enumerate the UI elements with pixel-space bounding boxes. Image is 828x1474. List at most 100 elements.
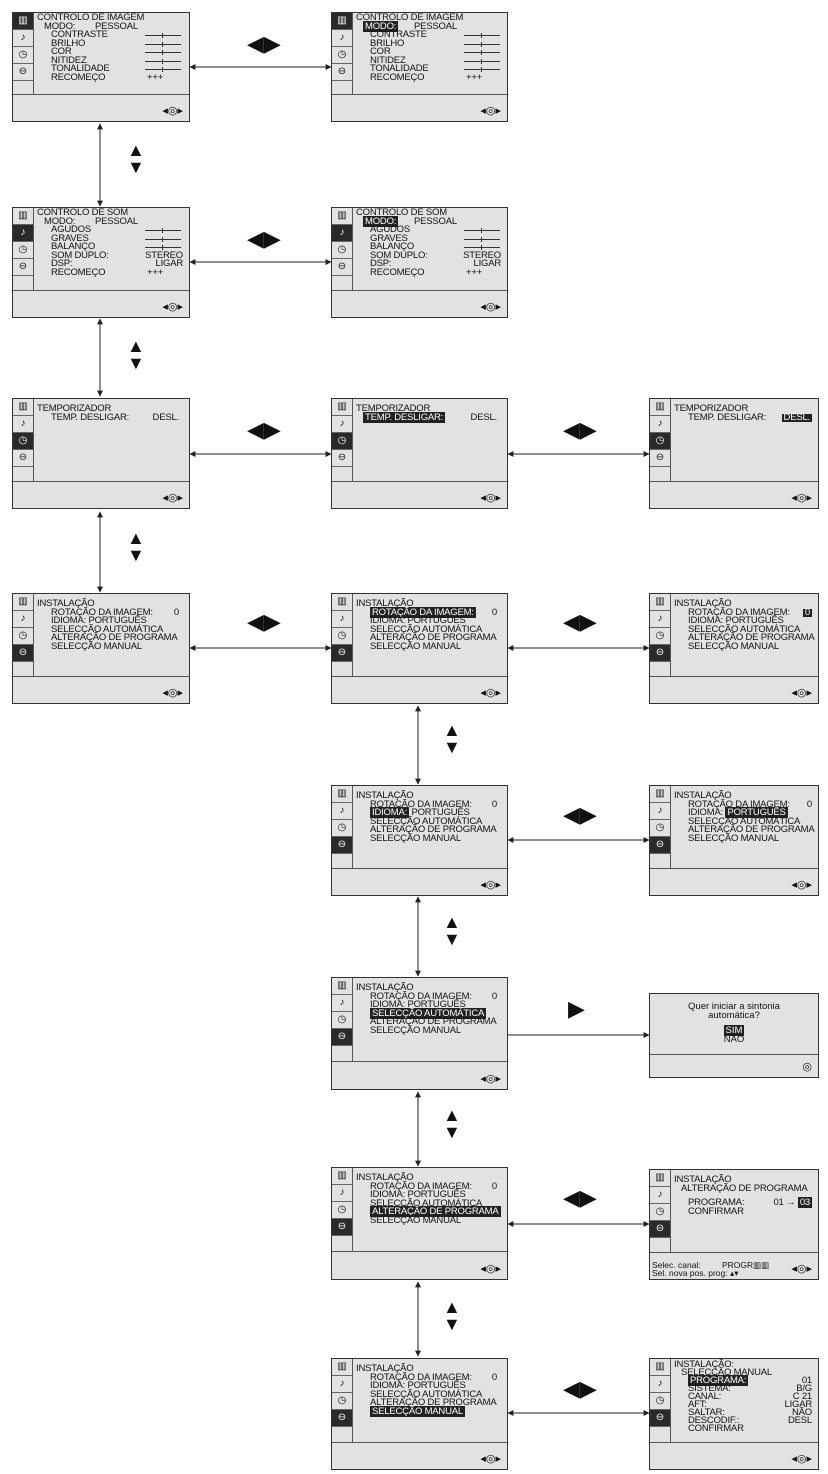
install-icon[interactable]: ⊖ <box>332 1219 352 1236</box>
sound-icon[interactable]: ♪ <box>332 995 352 1012</box>
install-icon[interactable]: ⊖ <box>332 450 352 467</box>
menu-item-mode[interactable]: MODO:PESSOAL <box>44 215 138 227</box>
menu-item-language[interactable]: IDIOMA: PORTUGUÊS <box>688 807 788 818</box>
menu-item-decoder[interactable]: DESCODIF.:DESL <box>688 1415 812 1426</box>
menu-item-program-sort[interactable]: ALTERAÇÃO DE PROGRAMA <box>370 1016 497 1027</box>
menu-item-language[interactable]: IDIOMA: PORTUGUÊS <box>51 615 147 626</box>
menu-item-program-sort[interactable]: ALTERAÇÃO DE PROGRAMA <box>370 1206 501 1217</box>
menu-item-confirm[interactable]: CONFIRMAR <box>688 1423 744 1434</box>
timer-icon[interactable]: ◷ <box>332 1393 352 1410</box>
sound-icon[interactable]: ♪ <box>650 803 670 820</box>
menu-item-tint[interactable]: TONALIDADE <box>356 64 503 74</box>
picture-icon[interactable]: ▥ <box>650 594 670 611</box>
picture-icon[interactable]: ▥ <box>650 1170 670 1187</box>
install-icon[interactable]: ⊖ <box>650 1221 670 1238</box>
install-icon[interactable]: ⊖ <box>13 645 33 662</box>
picture-icon[interactable]: ▥ <box>13 13 33 30</box>
menu-item-color[interactable]: COR <box>356 47 503 57</box>
menu-item-manual-tuning[interactable]: SELECÇÃO MANUAL <box>370 1405 465 1417</box>
sound-icon[interactable]: ♪ <box>13 225 33 242</box>
picture-icon[interactable]: ▥ <box>332 594 352 611</box>
menu-item-manual-tuning[interactable]: SELECÇÃO MANUAL <box>688 640 779 652</box>
picture-icon[interactable]: ▥ <box>650 786 670 803</box>
menu-item-auto-tuning[interactable]: SELECÇÃO AUTOMÁTICA <box>688 623 801 635</box>
yes-option[interactable]: SIM <box>723 1025 745 1036</box>
timer-icon[interactable]: ◷ <box>650 820 670 837</box>
timer-icon[interactable]: ◷ <box>650 628 670 645</box>
menu-item-manual-tuning[interactable]: SELECÇÃO MANUAL <box>370 1214 461 1226</box>
menu-item-balance[interactable]: BALANÇO <box>356 242 503 252</box>
menu-item-manual-tuning[interactable]: SELECÇÃO MANUAL <box>688 832 779 844</box>
menu-item-reset[interactable]: RECOMEÇO+++ <box>51 266 164 278</box>
timer-icon[interactable]: ◷ <box>332 433 352 450</box>
menu-item-program[interactable]: PROGRAMA:01 → 03 <box>688 1197 812 1208</box>
install-icon[interactable]: ⊖ <box>332 645 352 662</box>
menu-item-program-sort[interactable]: ALTERAÇÃO DE PROGRAMA <box>688 824 815 835</box>
menu-item-picture-rotation[interactable]: ROTAÇÃO DA IMAGEM:0 <box>51 606 179 618</box>
timer-icon[interactable]: ◷ <box>13 433 33 450</box>
menu-item-program[interactable]: PROGRAMA:01 <box>688 1375 812 1386</box>
menu-item-treble[interactable]: AGUDOS <box>37 225 185 235</box>
menu-item-sleep-timer[interactable]: TEMP. DESLIGAR:DESL. <box>51 411 179 423</box>
menu-item-mode[interactable]: MODO:PESSOAL <box>44 20 138 32</box>
picture-icon[interactable]: ▥ <box>13 594 33 611</box>
install-icon[interactable]: ⊖ <box>650 837 670 854</box>
menu-item-auto-tuning[interactable]: SELECÇÃO AUTOMÁTICA <box>370 1007 487 1019</box>
picture-icon[interactable]: ▥ <box>332 786 352 803</box>
install-icon[interactable]: ⊖ <box>332 837 352 854</box>
menu-item-dual-sound[interactable]: SOM DUPLO:STEREO <box>51 249 183 261</box>
menu-item-manual-tuning[interactable]: SELECÇÃO MANUAL <box>370 1024 461 1036</box>
menu-item-aft[interactable]: AFT:LIGAR <box>688 1399 812 1410</box>
picture-icon[interactable]: ▥ <box>332 13 352 30</box>
sound-icon[interactable]: ♪ <box>650 611 670 628</box>
menu-item-reset[interactable]: RECOMEÇO+++ <box>370 71 483 83</box>
menu-item-auto-tuning[interactable]: SELECÇÃO AUTOMÁTICA <box>370 1388 483 1400</box>
menu-item-brightness[interactable]: BRILHO <box>356 38 503 49</box>
picture-icon[interactable]: ▥ <box>332 1168 352 1185</box>
menu-item-picture-rotation[interactable]: ROTAÇÃO DA IMAGEM:0 <box>370 1180 497 1192</box>
timer-icon[interactable]: ◷ <box>650 433 670 450</box>
menu-item-picture-rotation[interactable]: ROTAÇÃO DA IMAGEM:0 <box>370 990 497 1002</box>
menu-item-picture-rotation[interactable]: ROTAÇÃO DA IMAGEM:0 <box>688 606 812 618</box>
menu-item-language[interactable]: IDIOMA: PORTUGUÊS <box>370 1189 466 1200</box>
menu-item-brightness[interactable]: BRILHO <box>37 38 185 49</box>
timer-icon[interactable]: ◷ <box>332 820 352 837</box>
menu-item-treble[interactable]: AGUDOS <box>356 225 503 235</box>
menu-item-contrast[interactable]: CONTRASTE <box>356 30 503 40</box>
menu-item-channel[interactable]: CANAL:C 21 <box>688 1391 812 1402</box>
menu-item-program-sort[interactable]: ALTERAÇÃO DE PROGRAMA <box>370 632 497 643</box>
timer-icon[interactable]: ◷ <box>332 47 352 64</box>
menu-item-sharpness[interactable]: NITIDEZ <box>356 55 503 66</box>
menu-item-auto-tuning[interactable]: SELECÇÃO AUTOMÁTICA <box>370 815 483 827</box>
menu-item-manual-tuning[interactable]: SELECÇÃO MANUAL <box>370 640 461 652</box>
install-icon[interactable]: ⊖ <box>650 645 670 662</box>
menu-item-system[interactable]: SISTEMA:B/G <box>688 1383 812 1394</box>
menu-item-language[interactable]: IDIOMA: PORTUGUÊS <box>688 615 784 626</box>
sound-icon[interactable]: ♪ <box>332 1376 352 1393</box>
menu-item-manual-tuning[interactable]: SELECÇÃO MANUAL <box>51 640 142 652</box>
sound-icon[interactable]: ♪ <box>332 30 352 47</box>
timer-icon[interactable]: ◷ <box>13 628 33 645</box>
menu-item-auto-tuning[interactable]: SELECÇÃO AUTOMÁTICA <box>688 815 801 827</box>
menu-item-dsp[interactable]: DSP:LIGAR <box>370 258 501 269</box>
timer-icon[interactable]: ◷ <box>650 1393 670 1410</box>
timer-icon[interactable]: ◷ <box>650 1204 670 1221</box>
menu-item-language[interactable]: IDIOMA: PORTUGUÊS <box>370 999 466 1010</box>
timer-icon[interactable]: ◷ <box>13 47 33 64</box>
install-icon[interactable]: ⊖ <box>13 64 33 81</box>
menu-item-program-sort[interactable]: ALTERAÇÃO DE PROGRAMA <box>370 1397 497 1408</box>
sound-icon[interactable]: ♪ <box>332 416 352 433</box>
sound-icon[interactable]: ♪ <box>13 611 33 628</box>
menu-item-reset[interactable]: RECOMEÇO+++ <box>370 266 483 278</box>
install-icon[interactable]: ⊖ <box>332 1410 352 1427</box>
menu-item-language[interactable]: IDIOMA: PORTUGUÊS <box>370 615 466 626</box>
install-icon[interactable]: ⊖ <box>650 450 670 467</box>
picture-icon[interactable]: ▥ <box>332 978 352 995</box>
picture-icon[interactable]: ▥ <box>332 208 352 225</box>
menu-item-language[interactable]: IDIOMA: PORTUGUÊS <box>370 807 470 818</box>
no-option[interactable]: NÃO <box>723 1034 745 1045</box>
timer-icon[interactable]: ◷ <box>332 1012 352 1029</box>
sound-icon[interactable]: ♪ <box>332 803 352 820</box>
menu-item-contrast[interactable]: CONTRASTE <box>37 30 185 40</box>
install-icon[interactable]: ⊖ <box>650 1410 670 1427</box>
